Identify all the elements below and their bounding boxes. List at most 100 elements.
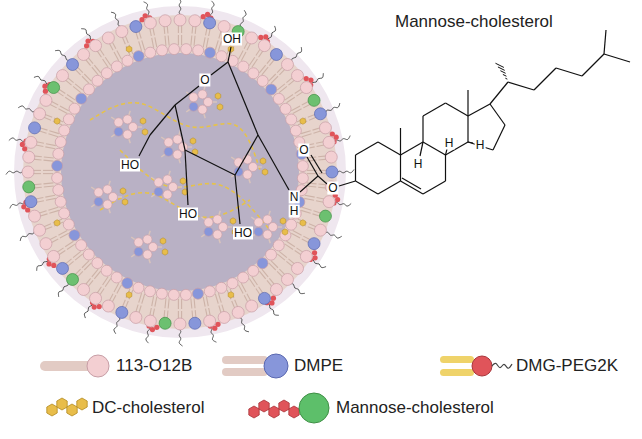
lipid-head [156,288,167,299]
atom-label: HO [178,208,198,221]
mannose-cholesterol-sample [289,406,299,418]
lipid-head [270,49,282,61]
lipid-head [227,278,238,289]
lipid-tail [49,210,59,213]
lipid-head [323,136,335,148]
mannose-group [42,84,47,89]
mannose-cholesterol-sample [269,406,279,418]
lipid-head [198,105,207,114]
atom-label: O [199,74,210,87]
lipid-tail [203,37,205,47]
lipid-head [69,230,80,241]
bilayer [23,15,337,329]
lipid-tail [215,40,218,50]
atom-label: OH [222,33,242,46]
lipid-tail [43,173,53,174]
hashed-bond [503,74,507,76]
atom-label: HO [233,227,253,240]
bond [318,176,327,184]
bond [508,82,534,90]
bond [422,116,423,142]
dc-cholesterol [180,178,186,184]
lipid-head [181,44,192,55]
lipid-tail [155,37,157,47]
mrna-strand [120,150,270,230]
mannose-group [92,304,97,309]
dc-cholesterol [54,118,60,124]
lipid-head [192,288,203,299]
lipid-sample [264,354,288,378]
lipid-head [22,166,34,178]
bond [490,104,505,125]
mannose-group [312,255,317,260]
bond [446,103,469,116]
bond [423,142,446,155]
peg-chain [6,170,24,175]
lipid-head [76,93,87,104]
mannose-group [201,14,206,19]
lipid-head [92,75,103,86]
lipid-tail [164,298,166,308]
lipid-head [189,15,201,27]
bond [175,86,199,105]
lipid-head [25,196,37,208]
bond [356,181,379,194]
mrna-strand [100,193,250,218]
bond [556,68,582,76]
lipid-tail [73,251,81,257]
peg-chain [111,12,123,27]
lipid-head [67,273,79,285]
lipid-head [204,286,215,297]
lipid-head [286,219,297,230]
lipid-head [232,306,244,318]
bond [339,181,356,186]
legend-label: DMPE [294,356,343,376]
lipid-head [23,151,35,163]
lipid-head [59,125,70,136]
lipid-tail [65,241,73,247]
lipid-head [101,68,112,79]
lipid-head [258,292,270,304]
lipid-tail [218,293,221,303]
dc-cholesterol [160,238,166,244]
lipid-tail [291,233,300,238]
hashed-bond [505,78,507,79]
lipid-head [101,265,112,276]
lipid-head [314,108,326,120]
lipid-head [280,103,291,114]
lipid-head [111,272,122,283]
lipid-head [52,172,63,183]
lipid-head [319,122,331,134]
dc-cholesterol [142,129,148,135]
lipid-head [204,315,216,327]
lipid-sample [472,356,492,376]
bond [378,142,401,155]
lipid-tail [164,36,166,46]
dc-cholesterol-sample [47,404,57,416]
lipid-head [291,70,303,82]
lipid-head [57,262,69,274]
legend-label: 113-O12B [116,356,192,376]
peg-chain [289,284,305,294]
lipid-head [246,32,258,44]
particle-halo [14,6,346,338]
lipid-head [193,45,204,56]
lipid-head [257,258,268,269]
lipid-tail [117,50,122,59]
lipid-head [29,210,41,222]
lipid-head [143,250,152,259]
lipid-head [94,188,103,197]
lipid-head [219,223,228,232]
bond [378,181,401,194]
peg-sample [492,363,512,368]
lipid-tail [301,131,311,134]
lipid-tail [238,285,243,294]
lipid-tail [181,299,182,309]
lipid-tail [92,269,98,277]
lipid-head [290,125,301,136]
lipid-head [122,278,133,289]
peg-chain [336,170,354,175]
bond [534,68,556,90]
lipid-head [213,230,222,239]
peg-chain [237,317,249,332]
